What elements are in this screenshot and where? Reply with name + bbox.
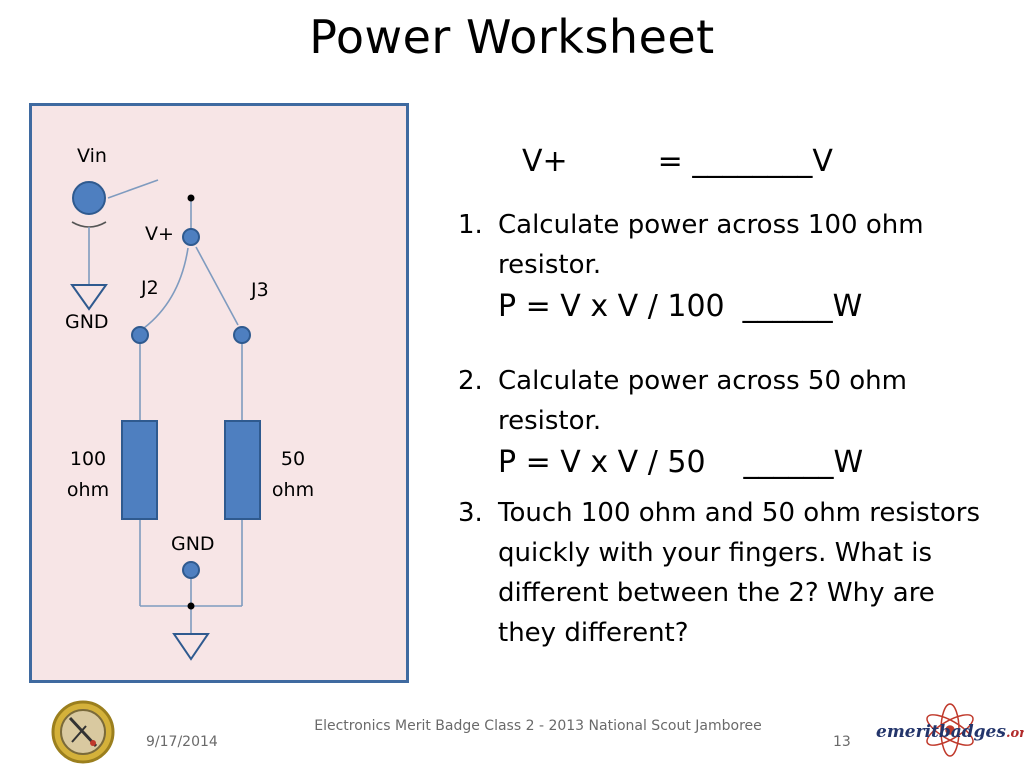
merit-badge-logo-icon <box>51 700 115 764</box>
label-j3: J3 <box>251 279 269 301</box>
junction-dot <box>187 602 195 610</box>
footer-date: 9/17/2014 <box>146 734 218 750</box>
j2-terminal <box>131 326 149 344</box>
emeritbadges-atom-icon <box>926 703 974 757</box>
step-answer-blank: ______W <box>742 289 863 324</box>
worksheet-steps: 1. Calculate power across 100 ohm resist… <box>458 205 998 653</box>
step-formula: P = V x V / 50 <box>498 445 706 480</box>
switch-lever <box>107 179 159 199</box>
label-j2: J2 <box>141 277 159 299</box>
vplus-answer-blank: = ________V <box>657 144 833 179</box>
resistor-50-ohm <box>224 420 261 520</box>
j3-terminal <box>233 326 251 344</box>
step-item: 2. Calculate power across 50 ohm resisto… <box>458 361 998 485</box>
step-item: 3. Touch 100 ohm and 50 ohm resistors qu… <box>458 493 998 653</box>
step-text: Calculate power across 50 ohm resistor. <box>498 366 907 436</box>
ground-symbol-bottom-icon <box>172 633 210 661</box>
step-answer-blank: ______W <box>743 445 864 480</box>
label-gnd-bottom: GND <box>171 533 215 555</box>
slide-title: Power Worksheet <box>309 10 715 64</box>
footer-page-number: 13 <box>833 734 851 750</box>
gnd-terminal <box>182 561 200 579</box>
step-number: 3. <box>458 498 483 528</box>
footer-title: Electronics Merit Badge Class 2 - 2013 N… <box>314 718 762 734</box>
logo-text: emeritbadges <box>876 722 1006 742</box>
label-r1-unit: ohm <box>66 479 110 501</box>
label-r1-value: 100 <box>69 448 107 470</box>
vplus-terminal <box>182 228 200 246</box>
step-number: 2. <box>458 366 483 396</box>
switch-contact-dot <box>187 194 195 202</box>
label-gnd-left: GND <box>65 311 109 333</box>
vin-source-icon <box>72 181 106 215</box>
step-formula-line: P = V x V / 50 ______W <box>498 441 998 485</box>
step-text: Calculate power across 100 ohm resistor. <box>498 210 924 280</box>
jumper-j2-arc <box>143 247 189 329</box>
label-r2-unit: ohm <box>271 479 315 501</box>
label-vin: Vin <box>77 145 107 167</box>
emeritbadges-logo: emeritbadges.org <box>876 722 1024 742</box>
resistor-100-ohm <box>121 420 158 520</box>
step-formula-line: P = V x V / 100 ______W <box>498 285 998 329</box>
logo-domain: .org <box>1005 726 1024 741</box>
step-text: Touch 100 ohm and 50 ohm resistors quick… <box>498 498 981 648</box>
step-formula: P = V x V / 100 <box>498 289 725 324</box>
vplus-answer-line: V+ = ________V <box>522 144 833 179</box>
vin-ground-bracket <box>71 221 107 228</box>
ground-symbol-left-icon <box>70 284 108 311</box>
label-vplus: V+ <box>145 223 174 245</box>
jumper-j3-line <box>195 246 239 326</box>
label-r2-value: 50 <box>280 448 306 470</box>
vplus-answer-label: V+ <box>522 144 568 179</box>
step-number: 1. <box>458 210 483 240</box>
step-item: 1. Calculate power across 100 ohm resist… <box>458 205 998 329</box>
